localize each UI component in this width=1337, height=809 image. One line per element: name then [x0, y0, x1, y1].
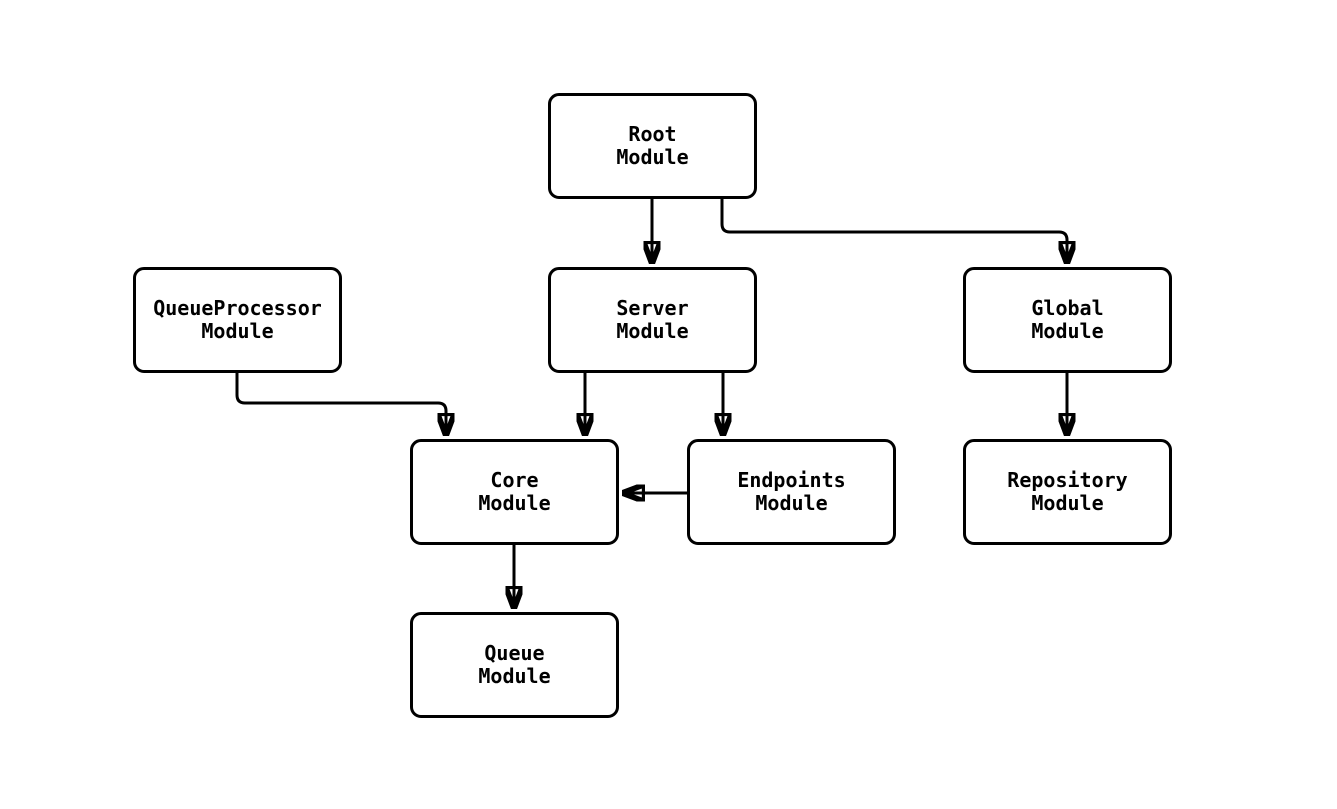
node-queueprocessor-module: QueueProcessor Module [133, 267, 342, 373]
node-repository-module: Repository Module [963, 439, 1172, 545]
node-root-module-label: Root Module [616, 122, 689, 169]
node-endpoints-module: Endpoints Module [687, 439, 896, 545]
node-global-module-label: Global Module [1031, 296, 1104, 343]
node-queue-module: Queue Module [410, 612, 619, 718]
node-global-module: Global Module [963, 267, 1172, 373]
node-core-module: Core Module [410, 439, 619, 545]
node-queue-module-label: Queue Module [478, 641, 551, 688]
node-core-module-label: Core Module [478, 468, 551, 515]
edge-root-to-global [720, 199, 1067, 264]
node-repository-module-label: Repository Module [1007, 468, 1128, 515]
node-root-module: Root Module [548, 93, 757, 199]
node-endpoints-module-label: Endpoints Module [737, 468, 846, 515]
node-server-module-label: Server Module [616, 296, 689, 343]
node-queueprocessor-module-label: QueueProcessor Module [153, 296, 322, 343]
node-server-module: Server Module [548, 267, 757, 373]
edge-queueprocessor-to-core [235, 373, 446, 436]
